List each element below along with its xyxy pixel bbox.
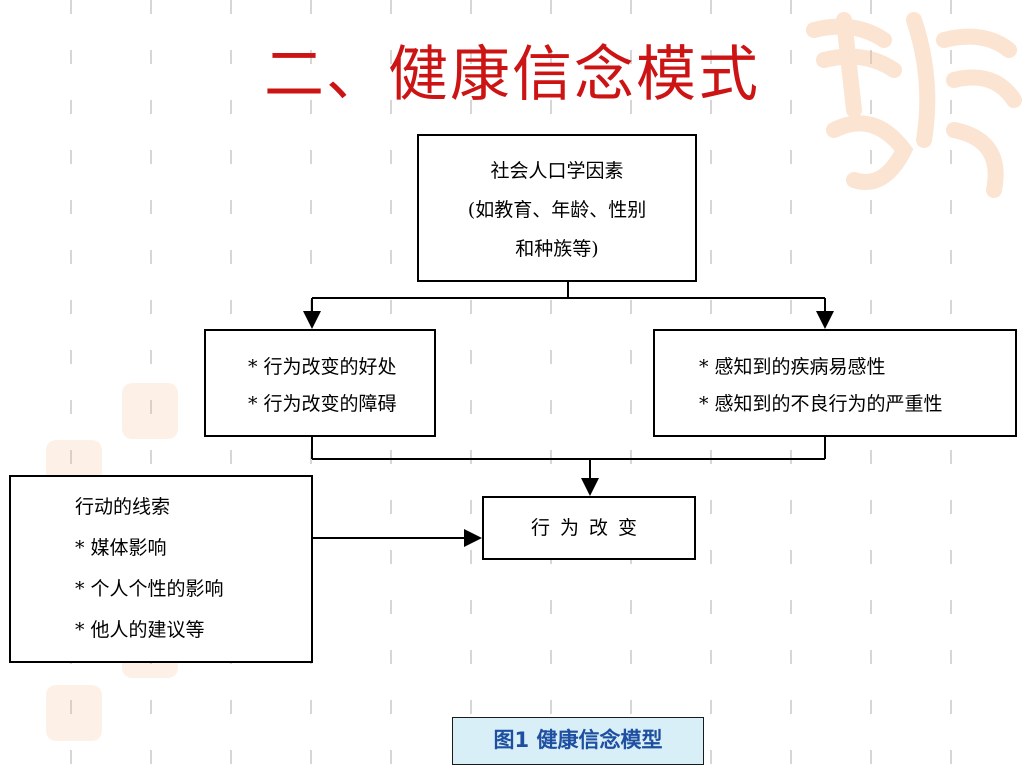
- behavior-change-box: 行为改变: [482, 496, 696, 560]
- cues-item: * 个人个性的影响: [75, 578, 224, 600]
- benefits-item: * 行为改变的好处: [248, 356, 397, 378]
- cues-heading: 行动的线索: [75, 496, 171, 518]
- demographic-factors-box: 社会人口学因素 (如教育、年龄、性别 和种族等): [417, 134, 697, 282]
- cues-item: * 媒体影响: [75, 537, 167, 559]
- cues-to-action-box: 行动的线索 * 媒体影响 * 个人个性的影响 * 他人的建议等: [9, 475, 313, 663]
- demographic-line: (如教育、年龄、性别: [467, 199, 647, 221]
- figure-caption: 图1 健康信念模型: [452, 717, 704, 765]
- severity-item: * 感知到的不良行为的严重性: [699, 393, 943, 415]
- barriers-item: * 行为改变的障碍: [248, 393, 397, 415]
- demographic-line: 社会人口学因素: [490, 160, 624, 182]
- susceptibility-item: * 感知到的疾病易感性: [699, 356, 886, 378]
- perceived-threat-box: * 感知到的疾病易感性 * 感知到的不良行为的严重性: [653, 329, 1017, 437]
- benefits-barriers-box: * 行为改变的好处 * 行为改变的障碍: [204, 329, 436, 437]
- page-title: 二、健康信念模式: [264, 40, 760, 110]
- cues-item: * 他人的建议等: [75, 619, 205, 641]
- demographic-line: 和种族等): [515, 238, 599, 260]
